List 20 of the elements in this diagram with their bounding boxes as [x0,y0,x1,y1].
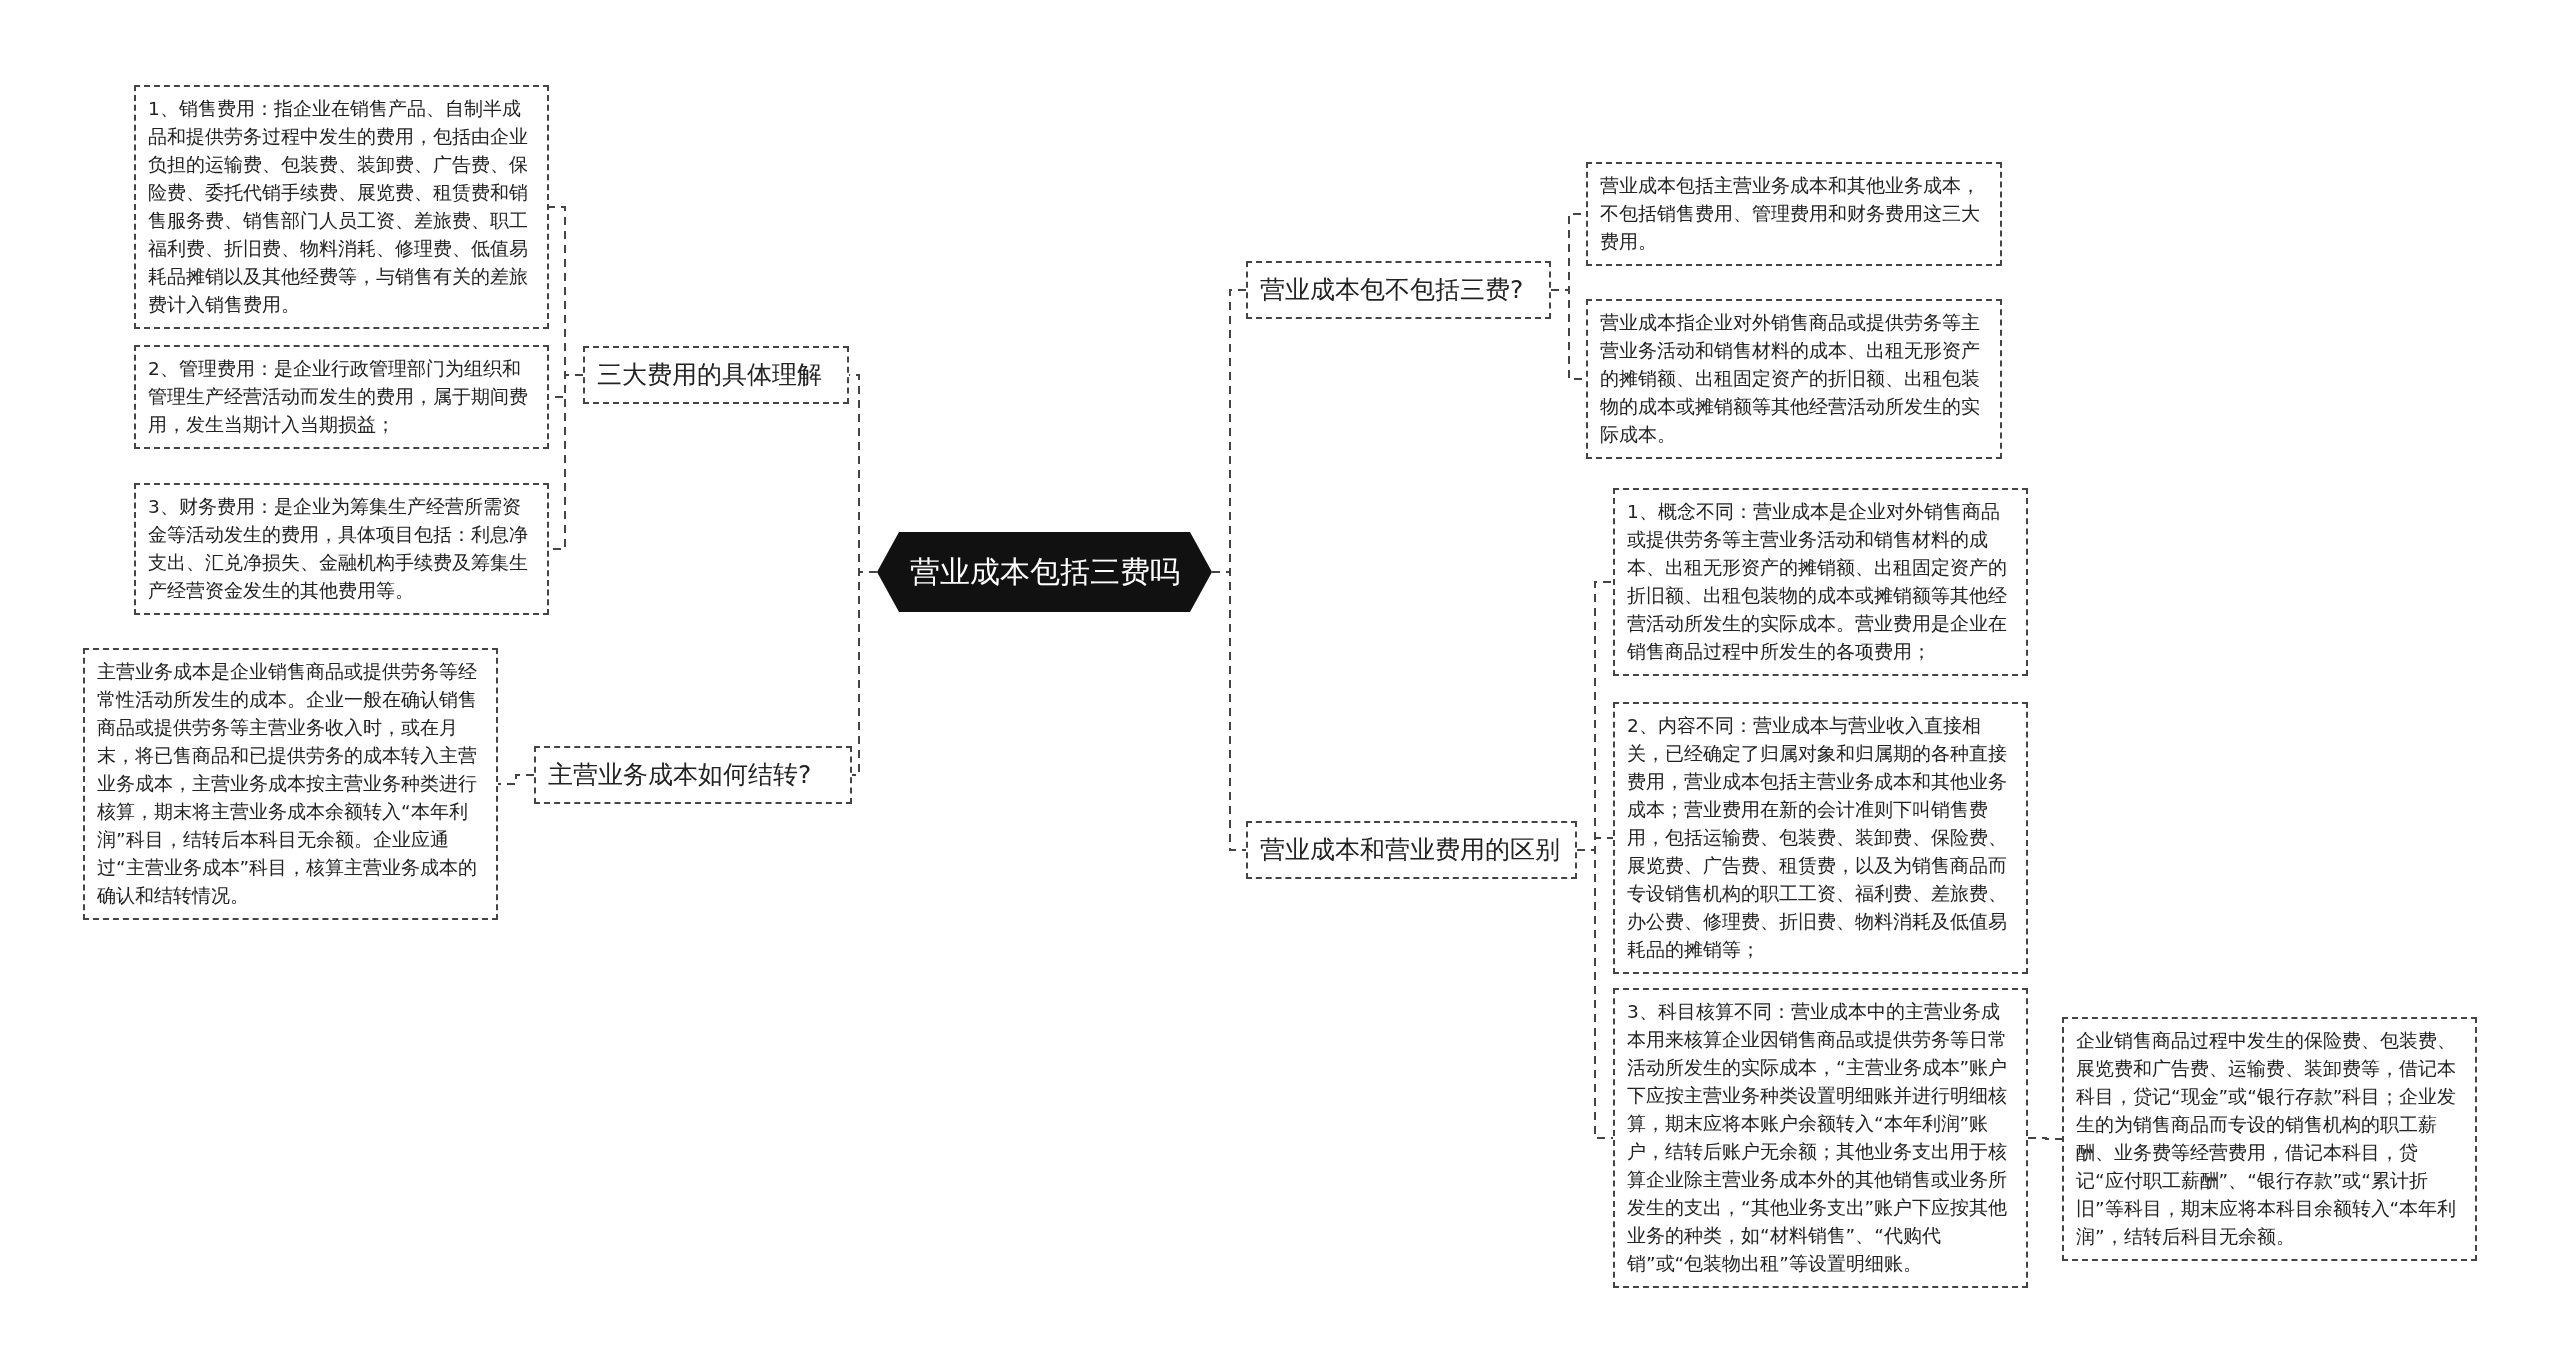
connector-line [497,774,535,785]
connector-line [2027,1137,2063,1140]
note-box: 2、内容不同：营业成本与营业收入直接相关，已经确定了归属对象和归属期的各种直接费用，营业成本包括主营业务成本和其他业务成本；营业费用在新的会计准则下叫销售费用，包括运输费、包装费、装卸费、保险费、展览费、广告费、租赁费，以及为销售商品而专设销售机构的职工工资、福利费、差旅费、办公费、修理费、折旧费、物料消耗及低值易耗品的摊销等； [1613,702,2028,974]
topic-box: 营业成本和营业费用的区别 [1246,821,1577,879]
note-box: 3、科目核算不同：营业成本中的主营业务成本用来核算企业因销售商品或提供劳务等日常活动所发生的实际成本，“主营业务成本”账户下应按主营业务种类设置明细账并进行明细核算，期末应将本账户余额转入“本年利润”账户，结转后账户无余额；其他业务支出用于核算企业除主营业务成本外的其他销售或业务所发生的支出，“其他业务支出”账户下应按其他业务的种类，如“材料销售”、“代购代销”或“包装物出租”等设置明细账。 [1613,988,2028,1288]
note-box: 2、管理费用：是企业行政管理部门为组织和管理生产经营活动而发生的费用，属于期间费用，发生当期计入当期损益； [134,345,549,449]
connector-line [1576,849,1614,1139]
note-box: 1、销售费用：指企业在销售产品、自制半成品和提供劳务过程中发生的费用，包括由企业负担的运输费、包装费、装卸费、广告费、保险费、委托代销手续费、展览费、租赁费和销售服务费、销售部门人员工资、差旅费、职工福利费、折旧费、物料消耗、修理费、低值易耗品摊销以及其他经费等，与销售有关的差旅费计入销售费用。 [134,85,549,329]
note-box: 营业成本包括主营业务成本和其他业务成本，不包括销售费用、管理费用和财务费用这三大费用。 [1586,162,2002,266]
topic-box: 主营业务成本如何结转? [534,746,852,804]
note-box: 3、财务费用：是企业为筹集生产经营所需资金等活动发生的费用，具体项目包括：利息净支出、汇兑净损失、金融机构手续费及筹集生产经营资金发生的其他费用等。 [134,483,549,615]
note-box: 营业成本指企业对外销售商品或提供劳务等主营业务活动和销售材料的成本、出租无形资产的摊销额、出租固定资产的折旧额、出租包装物的成本或摊销额等其他经营活动所发生的实际成本。 [1586,299,2002,459]
connector-line [851,571,878,776]
note-box: 1、概念不同：营业成本是企业对外销售商品或提供劳务等主营业务活动和销售材料的成本、出租无形资产的摊销额、出租固定资产的折旧额、出租包装物的成本或摊销额等其他经营活动所发生的实际成本。营业费用是企业在销售商品过程中所发生的各项费用； [1613,488,2028,676]
note-box: 主营业务成本是企业销售商品或提供劳务等经常性活动所发生的成本。企业一般在确认销售商品或提供劳务等主营业务收入时，或在月末，将已售商品和已提供劳务的成本转入主营业务成本，主营业务成本按主营业务种类进行核算，期末将主营业务成本余额转入“本年利润”科目，结转后本科目无余额。企业应通过“主营业务成本”科目，核算主营业务成本的确认和结转情况。 [83,648,498,920]
root-topic: 营业成本包括三费吗 [877,532,1212,612]
note-box: 企业销售商品过程中发生的保险费、包装费、展览费和广告费、运输费、装卸费等，借记本科目，贷记“现金”或“银行存款”科目；企业发生的为销售商品而专设的销售机构的职工薪酬、业务费等经营费用，借记本科目，贷记“应付职工薪酬”、“银行存款”或“累计折旧”等科目，期末应将本科目余额转入“本年利润”，结转后科目无余额。 [2062,1017,2477,1261]
topic-box: 营业成本包不包括三费? [1246,261,1551,319]
topic-box: 三大费用的具体理解 [583,346,849,404]
connector-line [1211,571,1247,851]
